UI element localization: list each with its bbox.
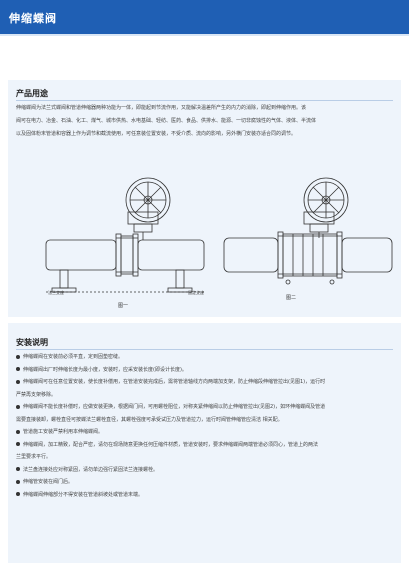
install-item: 管道施工安装严禁利用本伸缩蝶阀。 xyxy=(16,426,396,439)
product-use-line: 以及固体粉末管道和容器上作为调节和截流使用，可任意装位置安装，不受介质、流向的影… xyxy=(16,131,297,137)
header-bar xyxy=(0,0,409,34)
bullet-icon xyxy=(16,479,20,484)
figure-one-label-flange-support: 法兰支座 xyxy=(48,290,64,295)
product-use-panel: 产品用途 伸缩蝶阀为法兰式蝶阀和管道伸缩器两种功能为一体，即能起到节流作用，又能… xyxy=(8,80,401,317)
install-item: 伸缩蝶阀在安装前必须平直，定到固垫密缝。 xyxy=(16,351,396,364)
figure-one-caption: 图一 xyxy=(118,303,129,309)
section-rule xyxy=(16,100,393,101)
page-title: 伸缩蝶阀 xyxy=(9,12,57,25)
bullet-icon xyxy=(16,367,20,371)
product-use-text: 伸缩蝶阀为法兰式蝶阀和管道伸缩器两种功能为一体，即能起到节流作用，又能解决温差所… xyxy=(16,102,396,141)
install-panel: 安装说明 伸缩蝶阀在安装前必须平直，定到固垫密缝。 伸缩蝶阀出厂时伸缩长度为最小… xyxy=(8,323,401,563)
product-use-line: 阀可在电力、冶金、石油、化工、煤气、城市供热、水电基础、轻纺、医药、食品、供排水… xyxy=(16,118,317,124)
bullet-icon xyxy=(16,429,20,434)
bullet-icon xyxy=(16,354,20,359)
install-item: 伸缩蝶阀伸缩部分不得安装在管道斜坡处或管道末端。 xyxy=(16,489,396,502)
section-rule xyxy=(16,349,393,350)
install-item: 伸缩蝶阀不能长度补偿时，应做安装更换，根据阀门间，可用螺栓阻位，对称夹紧伸缩阀以… xyxy=(16,404,326,423)
install-item: 伸缩管安装在阀门后。 xyxy=(16,476,396,489)
figure-one-drawing xyxy=(45,177,206,293)
install-item: 法兰盘连接处应对称紧固，请勿单边强行紧固法兰连接螺栓。 xyxy=(16,464,396,477)
bullet-icon xyxy=(16,404,20,409)
figure-two-drawing xyxy=(223,177,393,285)
install-item: 伸缩蝶阀出厂时伸缩长度为最小度，安装时，应采安装长度(即设计长度)。 xyxy=(16,364,396,377)
product-use-title: 产品用途 xyxy=(16,89,48,98)
install-item: 伸缩蝶阀，加工精致，配合严密，请勿在现场随意更换任何压缩件材质，管道安装时，要求… xyxy=(16,441,319,460)
header-divider xyxy=(0,34,409,36)
install-list: 伸缩蝶阀在安装前必须平直，定到固垫密缝。 伸缩蝶阀出厂时伸缩长度为最小度，安装时… xyxy=(16,351,396,501)
bullet-icon xyxy=(16,467,20,471)
bullet-icon xyxy=(16,442,20,446)
bullet-icon xyxy=(16,492,20,496)
product-use-line: 伸缩蝶阀为法兰式蝶阀和管道伸缩器两种功能为一体，即能起到节流作用，又能解决温差所… xyxy=(16,105,307,111)
bullet-icon xyxy=(16,379,20,384)
figure-two-caption: 图二 xyxy=(286,295,297,301)
install-title: 安装说明 xyxy=(16,338,48,347)
figure-one-label-fixed-support: 固定支座 xyxy=(188,290,204,295)
install-item: 伸缩蝶阀可在任意位置安装，使长度补偿用，在管道安装完成后，需将管道轴线方向两端加… xyxy=(16,379,326,398)
